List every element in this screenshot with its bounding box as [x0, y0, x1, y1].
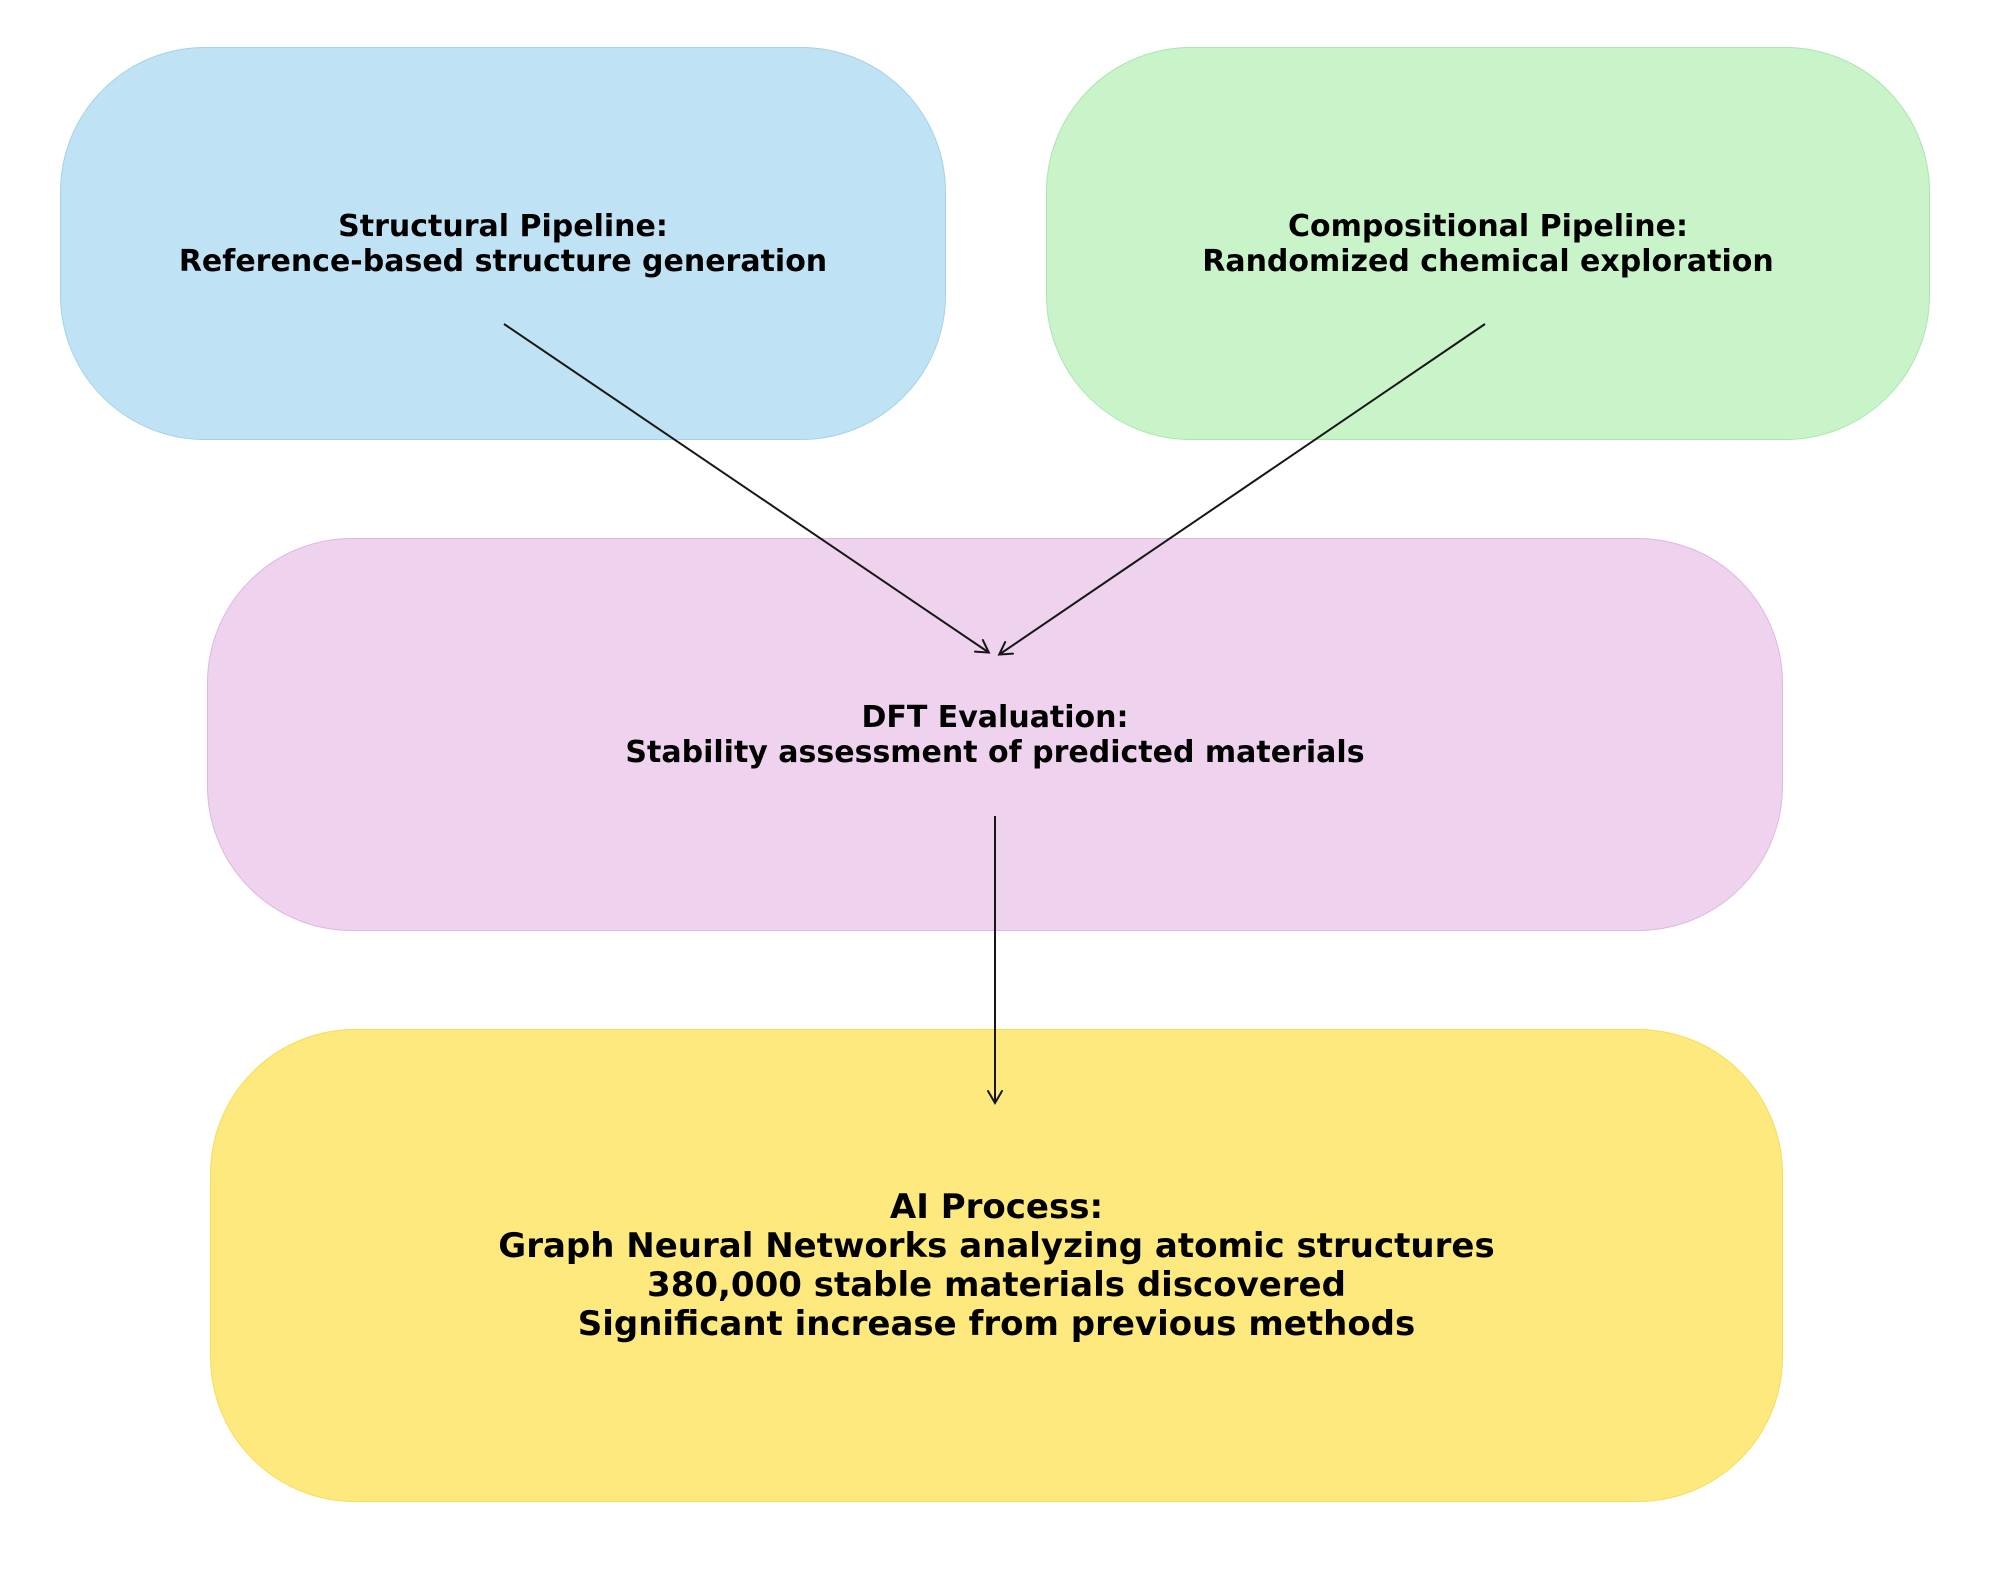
dft-evaluation-subtitle: Stability assessment of predicted materi… [625, 734, 1365, 770]
dft-evaluation-title: DFT Evaluation: [861, 699, 1129, 735]
ai-process-detail-1: Graph Neural Networks analyzing atomic s… [498, 1225, 1495, 1266]
compositional-pipeline-title: Compositional Pipeline: [1287, 208, 1689, 244]
compositional-pipeline-subtitle: Randomized chemical exploration [1202, 243, 1774, 279]
structural-pipeline-subtitle: Reference-based structure generation [178, 243, 828, 279]
node-compositional-pipeline: Compositional Pipeline: Randomized chemi… [1046, 47, 1930, 440]
ai-process-detail-2: 380,000 stable materials discovered [647, 1264, 1346, 1305]
ai-process-title: AI Process: [889, 1186, 1104, 1227]
structural-pipeline-title: Structural Pipeline: [338, 208, 668, 244]
node-ai-process: AI Process: Graph Neural Networks analyz… [210, 1029, 1783, 1502]
node-dft-evaluation: DFT Evaluation: Stability assessment of … [207, 538, 1783, 931]
ai-process-detail-3: Significant increase from previous metho… [577, 1303, 1416, 1344]
node-structural-pipeline: Structural Pipeline: Reference-based str… [60, 47, 946, 440]
